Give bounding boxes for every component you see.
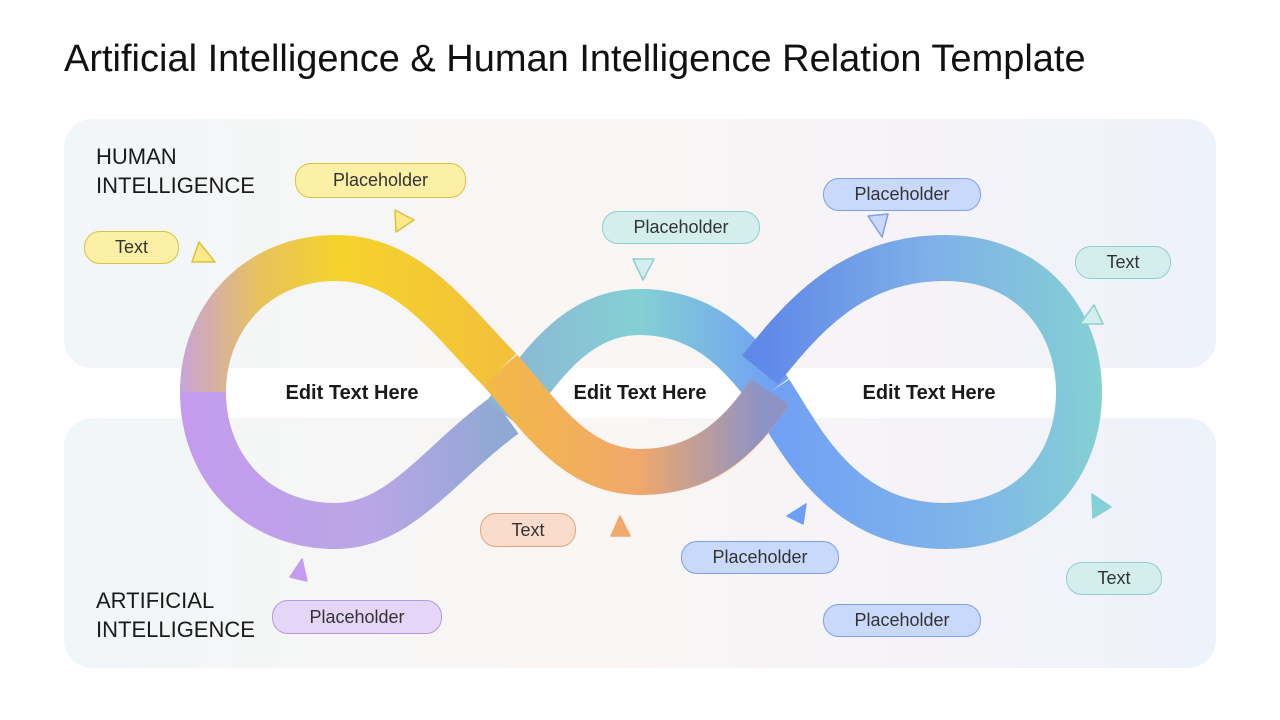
callout-top-center-placeholder[interactable]: Placeholder [602, 211, 760, 244]
callout-top-left-placeholder[interactable]: Placeholder [295, 163, 466, 198]
pointer-arrow-icon [1091, 493, 1112, 519]
slide-title: Artificial Intelligence & Human Intellig… [64, 38, 1086, 80]
ribbon-right-top [742, 234, 1102, 393]
callout-top-right-placeholder[interactable]: Placeholder [823, 178, 981, 211]
artificial-intelligence-label: ARTIFICIAL INTELLIGENCE [96, 588, 255, 642]
pointer-arrow-icon [867, 213, 889, 238]
pointer-arrow-icon [786, 503, 807, 525]
ribbon-center-top-right [639, 289, 789, 406]
loop-right-text[interactable]: Edit Text Here [862, 382, 996, 404]
ribbon-center-bottom-right [639, 379, 790, 495]
pointer-arrow-icon [289, 558, 308, 582]
callout-bottom-left-placeholder[interactable]: Placeholder [272, 600, 442, 634]
callout-bottom-right-text[interactable]: Text [1066, 562, 1162, 595]
gap-band [225, 368, 1055, 418]
pointer-arrow-icon [632, 258, 655, 281]
callout-top-right-text[interactable]: Text [1075, 246, 1171, 279]
ribbon-right-bottom [750, 379, 1102, 550]
pointer-arrow-icon [394, 209, 415, 233]
ribbon-left-bottom [180, 391, 519, 550]
callout-bottom-center-text[interactable]: Text [480, 513, 576, 547]
loop-center-text[interactable]: Edit Text Here [573, 382, 707, 404]
pointer-arrow-icon [1079, 304, 1104, 325]
ribbon-left-top [180, 234, 517, 393]
callout-top-left-text[interactable]: Text [84, 231, 179, 264]
human-intelligence-label: HUMAN INTELLIGENCE [96, 144, 255, 198]
callout-bottom-center-placeholder[interactable]: Placeholder [681, 541, 839, 574]
pointer-arrow-icon [610, 515, 631, 537]
pointer-arrow-icon [191, 241, 216, 263]
loop-left-text[interactable]: Edit Text Here [285, 382, 419, 404]
callout-bottom-right-placeholder[interactable]: Placeholder [823, 604, 981, 637]
